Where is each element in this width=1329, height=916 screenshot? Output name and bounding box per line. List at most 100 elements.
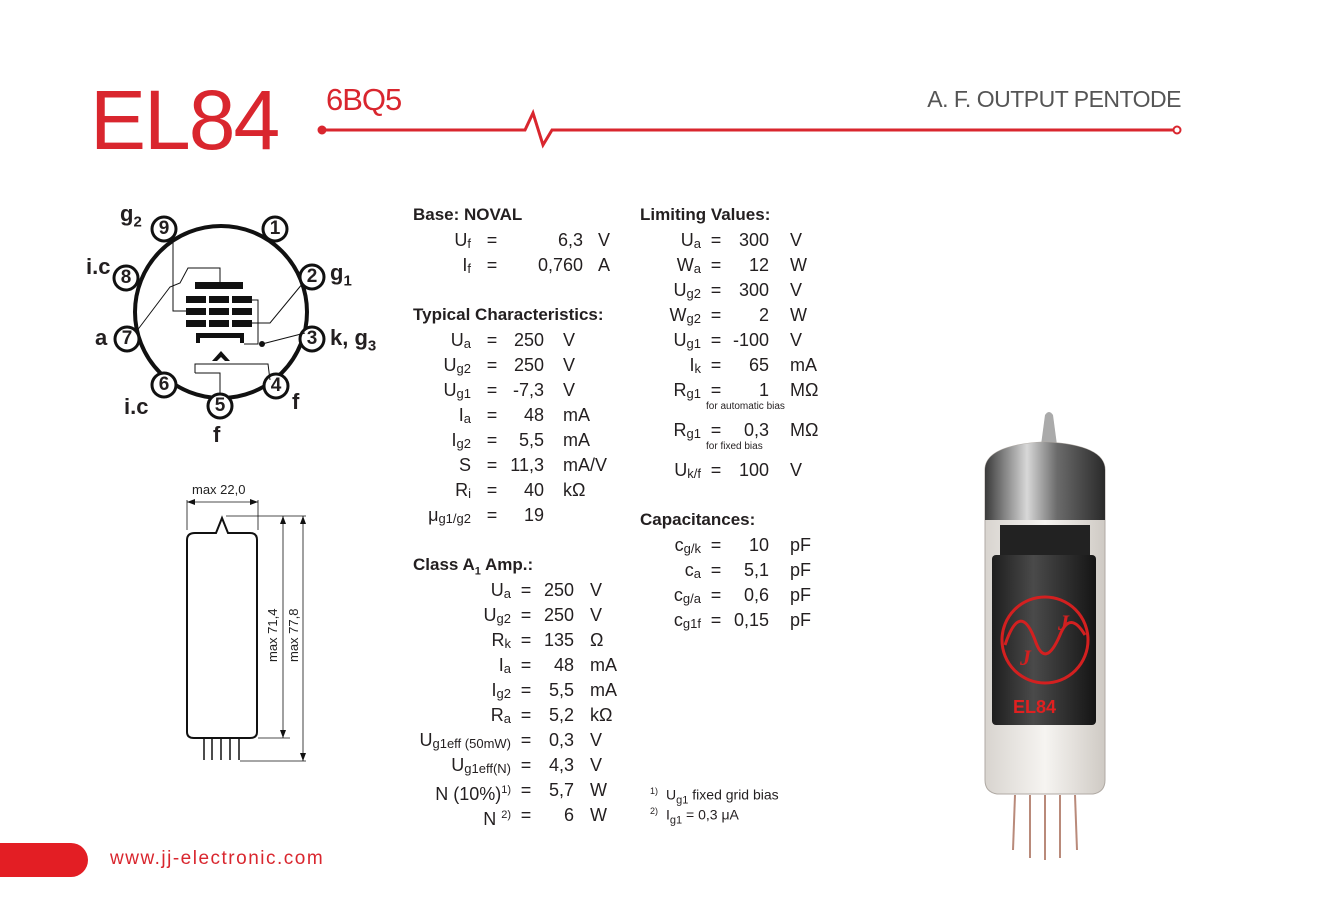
pin-number: 8 — [120, 267, 132, 288]
parameter-unit: pF — [790, 610, 812, 630]
equals-sign: = — [520, 805, 532, 825]
equals-sign: = — [486, 480, 498, 500]
svg-text:J: J — [1057, 610, 1070, 635]
parameter-value: 65 — [748, 355, 769, 375]
pin-number: 6 — [158, 374, 170, 395]
tube-photo: J J — [984, 412, 1106, 860]
parameter-unit: MΩ — [790, 380, 819, 400]
footnote-2: 2)Ig1 = 0,3 μA — [650, 806, 739, 827]
parameter-unit: V — [563, 380, 576, 400]
parameter-symbol: ca — [684, 560, 701, 581]
parameter-unit: MΩ — [790, 420, 819, 440]
parameter-unit: mA — [563, 405, 590, 425]
dim-body-height: max 71,4 — [265, 608, 280, 662]
limiting-row: Wa = 12 W — [0, 254, 807, 276]
parameter-symbol: cg1f — [673, 610, 701, 631]
limiting-heading: Limiting Values: — [640, 205, 771, 224]
equals-sign: = — [710, 305, 722, 325]
pin-number: 4 — [270, 375, 282, 396]
parameter-unit: kΩ — [563, 480, 586, 500]
pin-number: 3 — [306, 328, 318, 349]
parameter-value: 5,7 — [548, 780, 574, 800]
jj-logo: J — [1019, 645, 1032, 670]
parameter-value: 100 — [738, 460, 769, 480]
parameter-value: 0,3 — [548, 730, 574, 750]
parameter-unit: mA — [563, 430, 590, 450]
pin-label-ic8: i.c — [86, 254, 111, 279]
parameter-symbol: Uf — [454, 230, 471, 251]
equals-sign: = — [486, 355, 498, 375]
parameter-value: 5,5 — [518, 430, 544, 450]
equals-sign: = — [710, 230, 722, 250]
equals-sign: = — [486, 380, 498, 400]
parameter-value: 5,2 — [548, 705, 574, 725]
parameter-symbol: Ra — [490, 705, 511, 726]
parameter-symbol: If — [462, 255, 471, 276]
pin-number: 5 — [214, 395, 226, 416]
parameter-value: 0,15 — [733, 610, 769, 630]
website-link[interactable]: www.jj-electronic.com — [110, 848, 325, 869]
capacitances-heading: Capacitances: — [640, 510, 756, 529]
pin-label-f4: f — [292, 389, 300, 414]
parameter-value: 0,3 — [743, 420, 769, 440]
parameter-symbol: μg1/g2 — [428, 505, 471, 526]
equals-sign: = — [710, 420, 722, 440]
parameter-unit: V — [563, 355, 576, 375]
parameter-symbol: Ua — [490, 580, 511, 601]
parameter-unit: A — [598, 255, 611, 275]
equals-sign: = — [710, 380, 722, 400]
parameter-symbol: Ug1eff(N) — [451, 755, 511, 776]
dim-total-height: max 77,8 — [286, 608, 301, 662]
equals-sign: = — [520, 655, 532, 675]
pin-number: 9 — [158, 218, 170, 239]
footer-accent-bar — [0, 843, 88, 877]
parameter-symbol: Rg1 — [673, 420, 701, 441]
parameter-value: 6,3 — [557, 230, 583, 250]
pin-number: 7 — [121, 328, 133, 349]
parameter-value: 4,3 — [548, 755, 574, 775]
parameter-value: 250 — [543, 605, 574, 625]
parameter-unit: W — [790, 255, 807, 275]
parameter-value: -7,3 — [512, 380, 544, 400]
parameter-value: 48 — [523, 405, 544, 425]
class-a-heading: Class A1 Amp.: — [413, 555, 534, 578]
parameter-value: 1 — [758, 380, 769, 400]
equals-sign: = — [710, 460, 722, 480]
pin-label-g2: g2 — [120, 201, 142, 231]
parameter-unit: V — [790, 460, 803, 480]
parameter-value: 250 — [513, 355, 544, 375]
limiting-row: Rg1 = 0,3 MΩ — [0, 419, 819, 441]
parameter-unit: V — [590, 730, 603, 750]
equals-sign: = — [486, 230, 498, 250]
equals-sign: = — [486, 255, 498, 275]
parameter-value: 11,3 — [510, 455, 544, 475]
parameter-symbol: Ig2 — [451, 430, 471, 451]
parameter-symbol: cg/a — [673, 585, 701, 606]
parameter-value: 12 — [748, 255, 769, 275]
parameter-symbol: N 2) — [483, 809, 511, 829]
parameter-symbol: Ug2 — [483, 605, 511, 626]
equals-sign: = — [520, 605, 532, 625]
parameter-unit: W — [590, 805, 607, 825]
equals-sign: = — [710, 355, 722, 375]
parameter-unit: kΩ — [590, 705, 613, 725]
parameter-symbol: Wa — [676, 255, 701, 276]
parameter-unit: V — [790, 280, 803, 300]
parameter-value: 2 — [758, 305, 769, 325]
equals-sign: = — [486, 455, 498, 475]
pin-label-g1: g1 — [330, 260, 352, 290]
parameter-value: -100 — [732, 330, 769, 350]
parameter-symbol: Ig2 — [491, 680, 511, 701]
